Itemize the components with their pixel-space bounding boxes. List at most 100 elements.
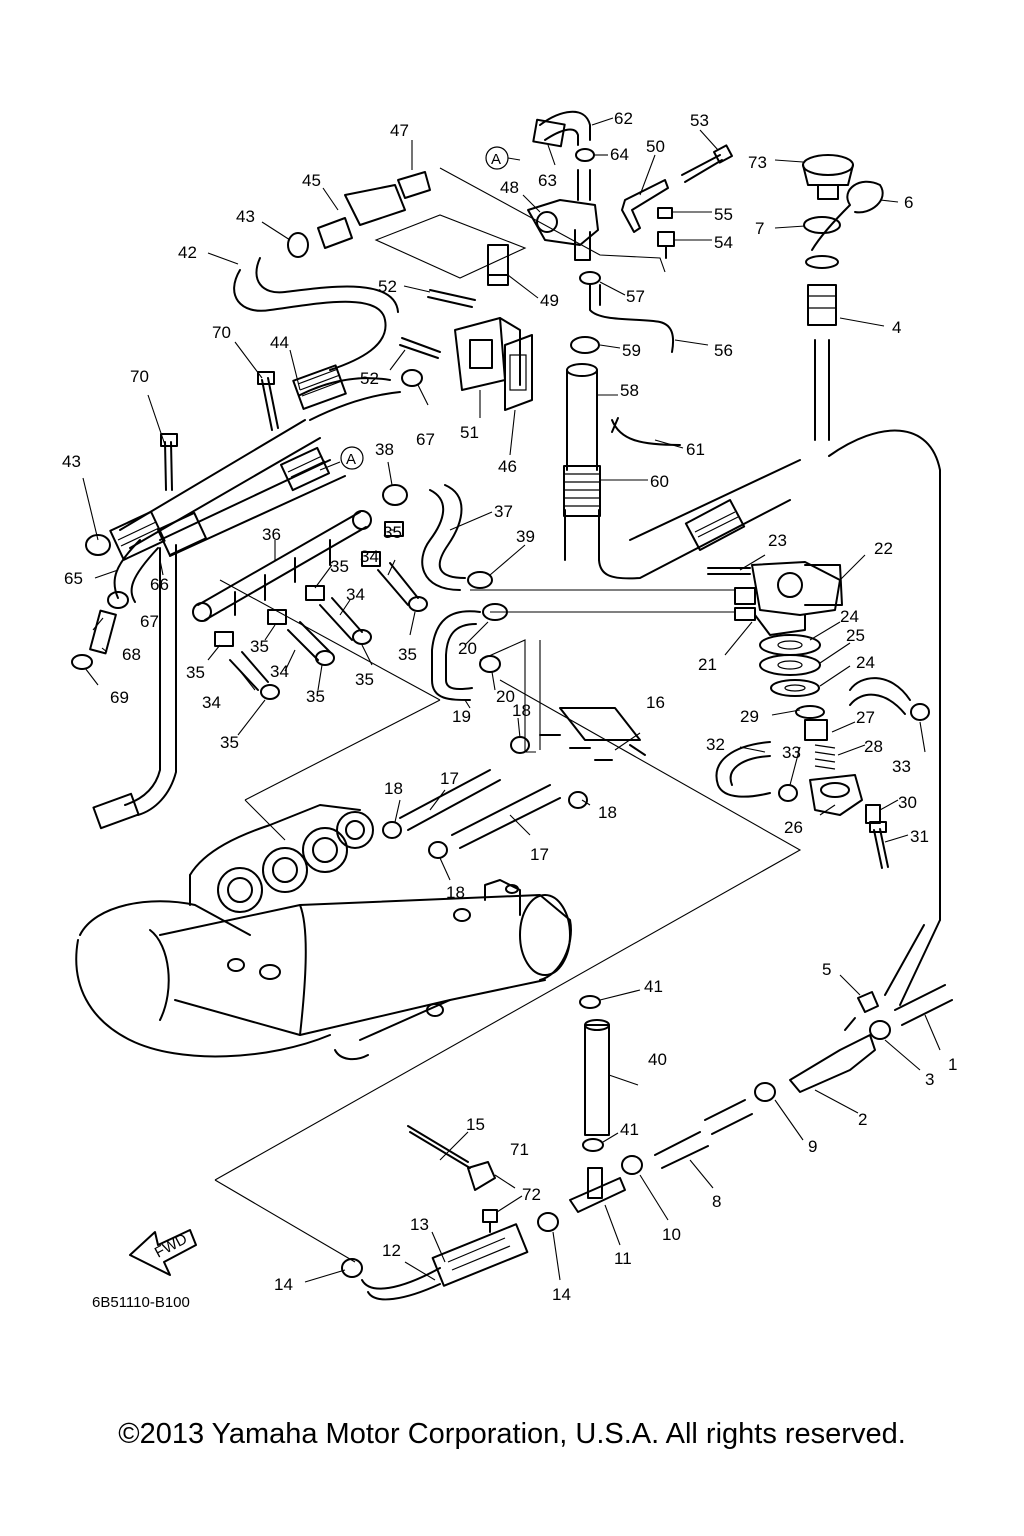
callout-30: 30 [898, 793, 917, 812]
callout-31: 31 [910, 827, 929, 846]
callout-35b: 35 [330, 557, 349, 576]
callout-34a: 34 [360, 547, 379, 566]
callout-8: 8 [712, 1192, 721, 1211]
callout-3: 3 [925, 1070, 934, 1089]
corrugated-hoses [92, 118, 746, 1287]
callout-27: 27 [856, 708, 875, 727]
callout-64: 64 [610, 145, 629, 164]
callout-45: 45 [302, 171, 321, 190]
callout-38: 38 [375, 440, 394, 459]
callout-61: 61 [686, 440, 705, 459]
callout-15: 15 [466, 1115, 485, 1134]
fwd-arrow-icon: FWD [129, 1229, 197, 1276]
callout-59: 59 [622, 341, 641, 360]
callout-71: 71 [510, 1140, 529, 1159]
callout-20a: 20 [458, 639, 477, 658]
callout-67b: 67 [140, 612, 159, 631]
callout-35c: 35 [250, 637, 269, 656]
callout-57: 57 [626, 287, 645, 306]
callout-49: 49 [540, 291, 559, 310]
callout-42: 42 [178, 243, 197, 262]
callout-9: 9 [808, 1137, 817, 1156]
callout-69: 69 [110, 688, 129, 707]
callout-43a: 43 [236, 207, 255, 226]
marker-a-top: A [491, 151, 501, 168]
callout-33b: 33 [892, 757, 911, 776]
exhaust-manifold [75, 804, 572, 1061]
callout-33a: 33 [782, 743, 801, 762]
callout-65: 65 [64, 569, 83, 588]
callout-24a: 24 [840, 607, 859, 626]
callout-60: 60 [650, 472, 669, 491]
callout-72: 72 [522, 1185, 541, 1204]
callout-1: 1 [948, 1055, 957, 1074]
callout-14a: 14 [274, 1275, 293, 1294]
callout-26: 26 [784, 818, 803, 837]
callout-19: 19 [452, 707, 471, 726]
callout-32: 32 [706, 735, 725, 754]
callout-18b: 18 [598, 803, 617, 822]
diagram-code: 6B51110-B100 [92, 1294, 190, 1311]
callout-12: 12 [382, 1241, 401, 1260]
callout-20b: 20 [496, 687, 515, 706]
fwd-label: FWD [152, 1230, 190, 1261]
callout-25: 25 [846, 626, 865, 645]
callout-48: 48 [500, 178, 519, 197]
callout-51: 51 [460, 423, 479, 442]
callout-14b: 14 [552, 1285, 571, 1304]
callout-6: 6 [904, 193, 913, 212]
callout-18d: 18 [446, 883, 465, 902]
callout-62: 62 [614, 109, 633, 128]
callout-44: 44 [270, 333, 289, 352]
callout-47: 47 [390, 121, 409, 140]
callout-50: 50 [646, 137, 665, 156]
callout-39: 39 [516, 527, 535, 546]
hose-routing [113, 257, 941, 1006]
callout-29: 29 [740, 707, 759, 726]
callout-35h: 35 [220, 733, 239, 752]
callout-35g: 35 [306, 687, 325, 706]
copyright-notice: ©2013 Yamaha Motor Corporation, U.S.A. A… [118, 1418, 906, 1450]
callout-46: 46 [498, 457, 517, 476]
callout-73: 73 [748, 153, 767, 172]
callout-63: 63 [538, 171, 557, 190]
callout-37: 37 [494, 502, 513, 521]
parts [71, 110, 953, 1301]
callout-11: 11 [614, 1249, 632, 1268]
callout-17b: 17 [530, 845, 549, 864]
assembly-lines [214, 167, 802, 1263]
callout-36: 36 [262, 525, 281, 544]
callout-10: 10 [662, 1225, 681, 1244]
callout-66: 66 [150, 575, 169, 594]
callout-numbers: 1 2 3 4 5 6 7 8 9 10 11 12 13 14 14 15 1… [62, 109, 957, 1304]
callout-2: 2 [858, 1110, 867, 1129]
callout-40: 40 [648, 1050, 667, 1069]
callout-34b: 34 [346, 585, 365, 604]
leader-lines [82, 117, 941, 1283]
callout-7: 7 [755, 219, 764, 238]
callout-52a: 52 [378, 277, 397, 296]
marker-a-mid: A [346, 451, 356, 468]
callout-68: 68 [122, 645, 141, 664]
callout-41b: 41 [620, 1120, 639, 1139]
reference-marker-a: A A [319, 146, 509, 471]
callout-53: 53 [690, 111, 709, 130]
callout-4: 4 [892, 318, 901, 337]
callout-22: 22 [874, 539, 893, 558]
callout-70a: 70 [212, 323, 231, 342]
callout-24b: 24 [856, 653, 875, 672]
callout-54: 54 [714, 233, 733, 252]
callout-67a: 67 [416, 430, 435, 449]
callout-16: 16 [646, 693, 665, 712]
callout-41a: 41 [644, 977, 663, 996]
callout-5: 5 [822, 960, 831, 979]
callout-35e: 35 [398, 645, 417, 664]
callout-23: 23 [768, 531, 787, 550]
callout-58: 58 [620, 381, 639, 400]
callout-52b: 52 [360, 369, 379, 388]
callout-21: 21 [698, 655, 717, 674]
callout-13: 13 [410, 1215, 429, 1234]
callout-35f: 35 [355, 670, 374, 689]
callout-28: 28 [864, 737, 883, 756]
